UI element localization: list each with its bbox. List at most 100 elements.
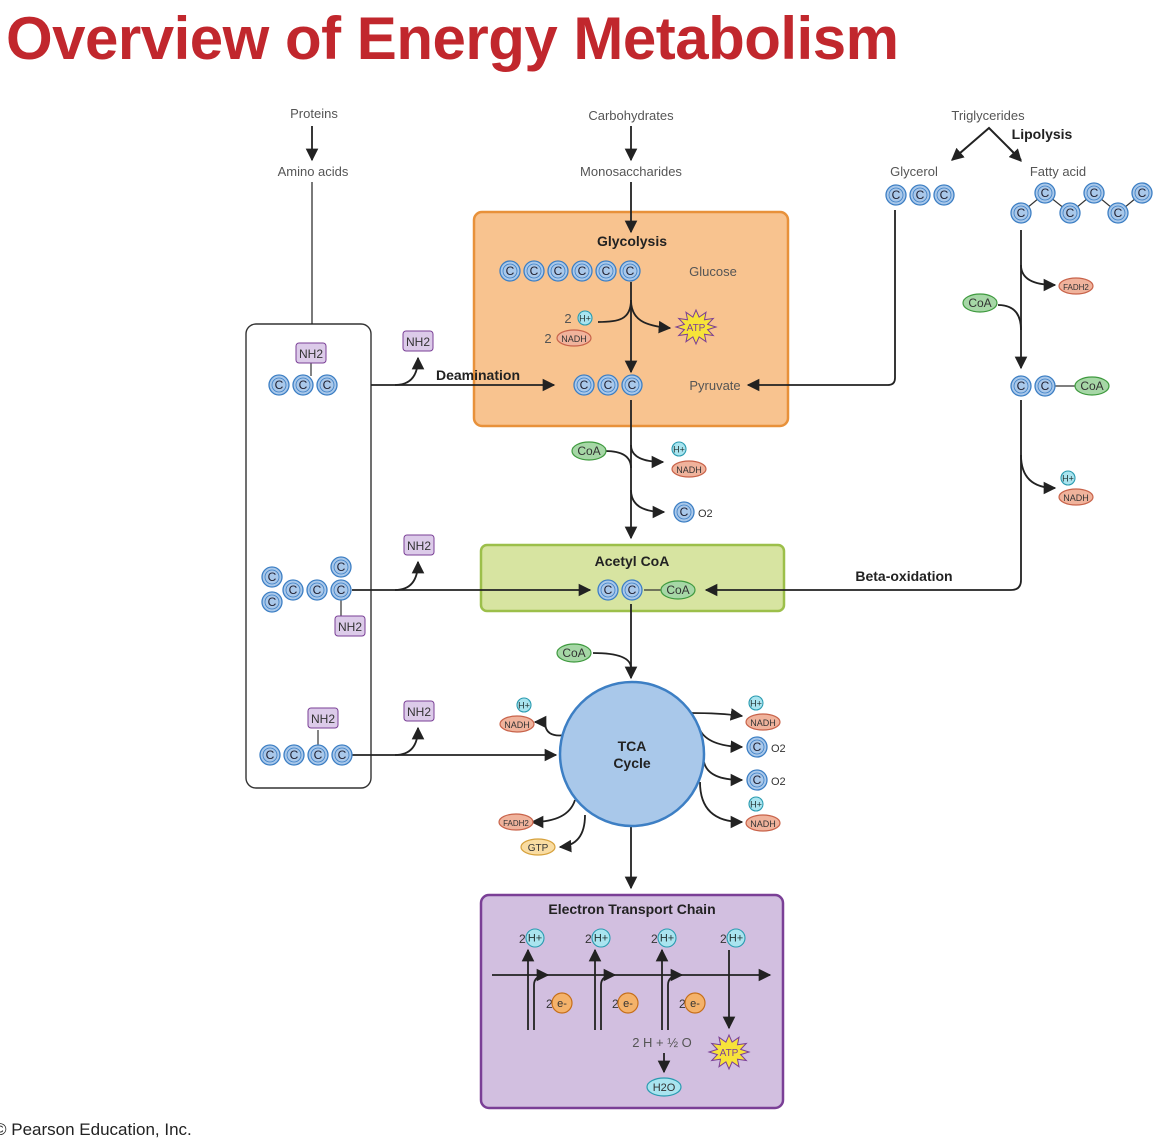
svg-text:NH2: NH2 xyxy=(406,335,430,349)
gtp-molecule: GTP xyxy=(520,838,556,856)
nadh-molecule: NADH xyxy=(499,715,535,733)
coa-molecule: CoA xyxy=(962,293,998,313)
atp-etc: ATP xyxy=(707,1033,751,1071)
amino-acid-carbon: C xyxy=(316,374,338,396)
svg-text:NADH: NADH xyxy=(561,334,587,344)
h-plus-ion: H+ xyxy=(591,928,611,948)
amino-acid-carbon: C xyxy=(330,579,352,601)
svg-text:C: C xyxy=(1114,206,1123,220)
amino-acid-panel xyxy=(245,323,372,789)
nadh-molecule: NADH xyxy=(556,329,592,347)
nh2-group: NH2 xyxy=(295,342,327,364)
fatty-acid-carbon: C xyxy=(1107,202,1129,224)
copyright-notice: © Pearson Education, Inc. xyxy=(0,1120,192,1139)
fadh2-molecule: FADH2 xyxy=(498,813,534,831)
coa-molecule: CoA xyxy=(571,441,607,461)
svg-text:NADH: NADH xyxy=(676,465,702,475)
svg-text:C: C xyxy=(299,378,308,392)
svg-text:C: C xyxy=(554,264,563,278)
label-pyruvate: Pyruvate xyxy=(689,378,740,393)
svg-text:C: C xyxy=(604,378,613,392)
label-proteins: Proteins xyxy=(290,106,338,121)
flow-arrows xyxy=(305,126,1057,1074)
svg-text:NADH: NADH xyxy=(750,819,776,829)
svg-text:C: C xyxy=(289,583,298,597)
label-two-nadh: 2 xyxy=(544,331,551,346)
svg-text:C: C xyxy=(892,188,901,202)
svg-text:C: C xyxy=(1138,186,1147,200)
svg-text:C: C xyxy=(313,583,322,597)
svg-text:C: C xyxy=(602,264,611,278)
amino-acid-carbon: C xyxy=(306,579,328,601)
pyruvate-carbon: C xyxy=(573,374,595,396)
svg-text:C: C xyxy=(578,264,587,278)
svg-text:C: C xyxy=(580,378,589,392)
glucose-carbon: C xyxy=(571,260,593,282)
svg-text:NADH: NADH xyxy=(750,718,776,728)
svg-text:H+: H+ xyxy=(528,933,542,945)
svg-text:H+: H+ xyxy=(518,701,530,711)
tca-cycle: TCA Cycle xyxy=(558,680,706,828)
acetyl-carbon: C xyxy=(1010,375,1032,397)
fatty-acid-carbon: C xyxy=(1059,202,1081,224)
label-amino-acids: Amino acids xyxy=(278,164,349,179)
nh2-group: NH2 xyxy=(307,707,339,729)
glycolysis-title: Glycolysis xyxy=(597,233,667,249)
glucose-carbon: C xyxy=(547,260,569,282)
svg-text:H+: H+ xyxy=(729,933,743,945)
oxygen-label: O2 xyxy=(698,508,713,520)
svg-text:C: C xyxy=(268,570,277,584)
water-molecule: H2O xyxy=(646,1077,682,1097)
h-plus-ion: H+ xyxy=(671,441,687,457)
fatty-acid-carbon: C xyxy=(1010,202,1032,224)
nadh-molecule: NADH xyxy=(671,460,707,478)
etc-h-count: 2 xyxy=(585,932,592,946)
svg-text:H+: H+ xyxy=(750,800,762,810)
label-two-h: 2 xyxy=(564,311,571,326)
amino-acid-carbon: C xyxy=(331,744,353,766)
svg-text:C: C xyxy=(337,583,346,597)
svg-text:CoA: CoA xyxy=(562,646,585,660)
svg-text:FADH2: FADH2 xyxy=(503,819,529,828)
glucose-carbon: C xyxy=(499,260,521,282)
nadh-molecule: NADH xyxy=(1058,488,1094,506)
svg-text:C: C xyxy=(338,748,347,762)
label-triglycerides: Triglycerides xyxy=(951,108,1025,123)
fatty-acid-carbon: C xyxy=(1131,182,1153,204)
fatty-acid-carbon: C xyxy=(1034,182,1056,204)
h-plus-ion: H+ xyxy=(726,928,746,948)
tca-label-1: TCA xyxy=(618,738,647,754)
h-plus-ion: H+ xyxy=(525,928,545,948)
svg-text:ATP: ATP xyxy=(687,323,706,334)
etc-title: Electron Transport Chain xyxy=(548,901,715,917)
glucose-carbon: C xyxy=(619,260,641,282)
amino-acid-carbon: C xyxy=(283,744,305,766)
svg-text:CoA: CoA xyxy=(666,583,689,597)
etc-h-count: 2 xyxy=(720,932,727,946)
etc-h-count: 2 xyxy=(519,932,526,946)
amino-acid-carbon: C xyxy=(307,744,329,766)
svg-text:C: C xyxy=(337,560,346,574)
h-plus-ion: H+ xyxy=(748,796,764,812)
amino-acid-carbon: C xyxy=(268,374,290,396)
svg-text:C: C xyxy=(680,505,689,519)
svg-text:e-: e- xyxy=(623,998,633,1010)
h-plus-ion: H+ xyxy=(516,697,532,713)
label-glycerol: Glycerol xyxy=(890,164,938,179)
acetyl-carbon: C xyxy=(1034,375,1056,397)
svg-text:CoA: CoA xyxy=(968,296,991,310)
pyruvate-carbon: C xyxy=(621,374,643,396)
nadh-molecule: NADH xyxy=(745,814,781,832)
amino-acid-carbon: C xyxy=(261,591,283,613)
svg-text:NADH: NADH xyxy=(504,720,530,730)
nh2-group: NH2 xyxy=(402,330,434,352)
co2-molecule: C xyxy=(673,501,695,523)
svg-text:H2O: H2O xyxy=(653,1082,676,1094)
h-plus-ion: H+ xyxy=(748,695,764,711)
svg-text:FADH2: FADH2 xyxy=(1063,283,1089,292)
svg-text:C: C xyxy=(1017,206,1026,220)
acetyl-carbon: C xyxy=(621,579,643,601)
